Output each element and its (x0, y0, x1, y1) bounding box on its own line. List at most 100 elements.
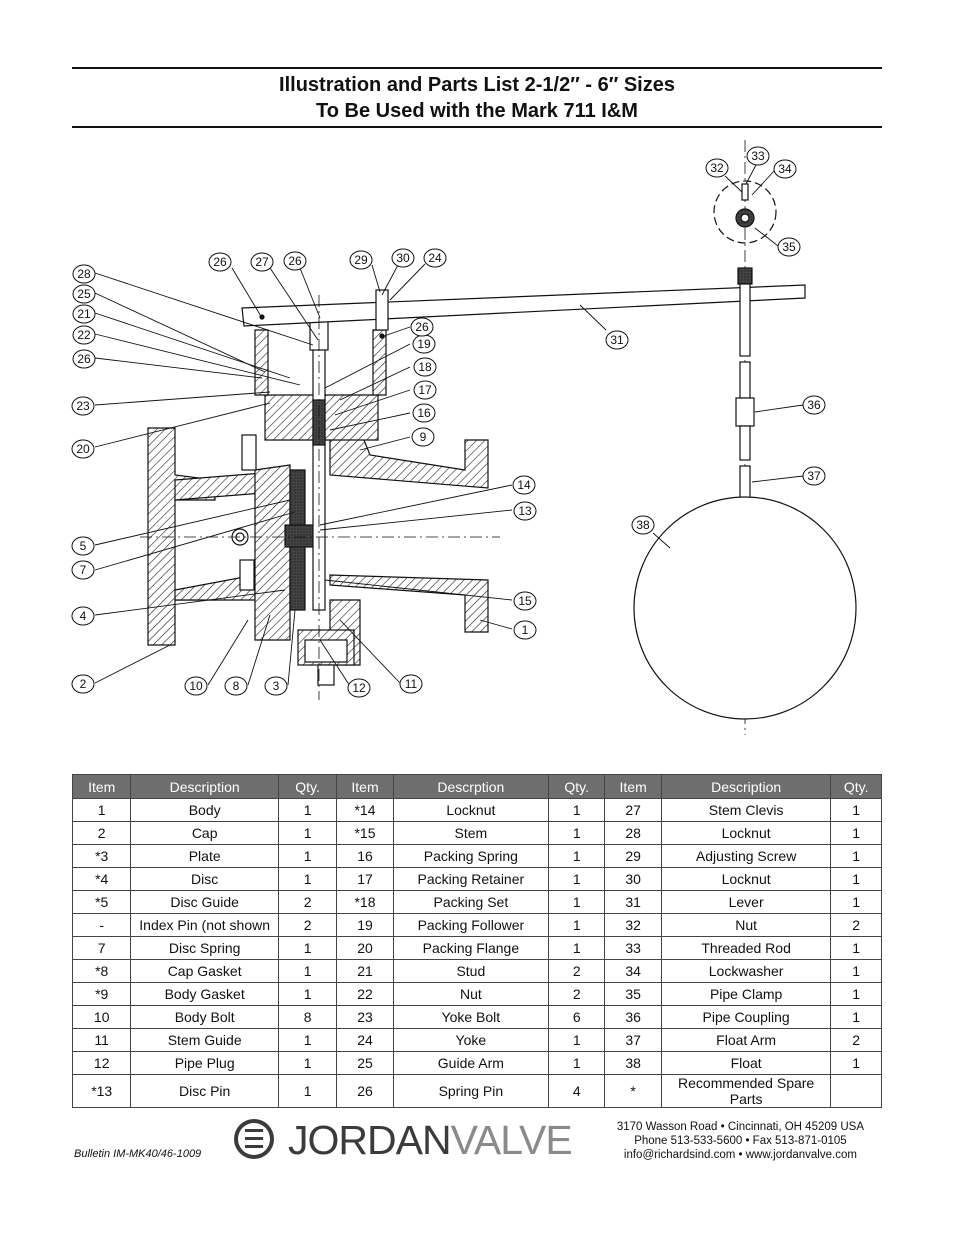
table-cell: 1 (277, 798, 338, 822)
col-header-qty: Qty. (548, 774, 606, 799)
table-cell: *15 (336, 821, 394, 845)
callout-label: 26 (288, 254, 302, 268)
callout-circle (777, 237, 801, 257)
callout-circle (413, 380, 437, 400)
table-cell: 7 (71, 936, 132, 960)
table-cell: 1 (548, 821, 606, 845)
table-cell: 1 (548, 936, 606, 960)
callout-label: 32 (710, 161, 724, 175)
table-cell: 1 (830, 1005, 882, 1029)
top-rule (72, 67, 882, 69)
table-cell: 1 (277, 982, 338, 1006)
callout-bubble: 23 (71, 396, 95, 416)
table-cell: Packing Set (392, 890, 550, 914)
callout-label: 2 (80, 677, 87, 691)
col-header-qty: Qty. (830, 774, 882, 799)
callout-label: 16 (417, 406, 431, 420)
callout-circle (802, 466, 826, 486)
table-cell: 1 (830, 821, 882, 845)
callout-circle (513, 501, 537, 521)
company-address-block: 3170 Wasson Road • Cincinnati, OH 45209 … (617, 1120, 864, 1162)
col-header-item: Item (604, 774, 662, 799)
table-cell: 37 (604, 1028, 662, 1052)
table-cell: Cap Gasket (130, 959, 279, 983)
table-cell: Disc Guide (130, 890, 279, 914)
table-cell: 28 (604, 821, 662, 845)
col-header-item: Item (71, 774, 132, 799)
callout-label: 27 (255, 255, 269, 269)
table-cell: *5 (71, 890, 132, 914)
table-cell: 16 (336, 844, 394, 868)
table-cell: 1 (548, 913, 606, 937)
callout-circle (605, 330, 629, 350)
table-cell: Disc Spring (130, 936, 279, 960)
float-assembly (633, 180, 857, 720)
callout-label: 7 (80, 563, 87, 577)
callout-bubble: 29 (349, 250, 373, 270)
col-header-description: Description (130, 774, 279, 799)
table-cell: Packing Flange (392, 936, 550, 960)
table-cell: 2 (277, 890, 338, 914)
callout-circle (410, 317, 434, 337)
table-cell: *4 (71, 867, 132, 891)
callout-label: 20 (76, 442, 90, 456)
callout-label: 23 (76, 399, 90, 413)
table-cell: 22 (336, 982, 394, 1006)
callout-circle (705, 158, 729, 178)
callout-circle (71, 439, 95, 459)
table-cell: 25 (336, 1051, 394, 1075)
table-cell: Lockwasher (660, 959, 832, 983)
title-bottom-rule (72, 126, 882, 128)
callout-label: 26 (77, 352, 91, 366)
jordan-valve-logo: JORDANVALVE (232, 1115, 573, 1165)
callout-bubble: 19 (412, 334, 436, 354)
table-cell: 2 (548, 982, 606, 1006)
callout-bubble: 5 (71, 536, 95, 556)
callout-bubble: 1 (513, 620, 537, 640)
table-cell (830, 1074, 882, 1108)
table-cell: Spring Pin (392, 1074, 550, 1108)
callout-circle (71, 606, 95, 626)
table-cell: 21 (336, 959, 394, 983)
callout-bubble: 4 (71, 606, 95, 626)
table-cell: 33 (604, 936, 662, 960)
callout-label: 34 (778, 162, 792, 176)
table-cell: 1 (277, 936, 338, 960)
table-cell: Body Bolt (130, 1005, 279, 1029)
callout-circle (631, 515, 655, 535)
callout-bubble: 34 (773, 159, 797, 179)
table-cell: Body Gasket (130, 982, 279, 1006)
page-title-line2: To Be Used with the Mark 711 I&M (316, 100, 638, 122)
callout-bubble: 24 (423, 248, 447, 268)
callout-label: 8 (233, 679, 240, 693)
bulletin-number: Bulletin IM-MK40/46-1009 (74, 1148, 202, 1160)
callout-label: 33 (751, 149, 765, 163)
callout-circle (391, 248, 415, 268)
callout-label: 11 (405, 677, 418, 691)
callout-bubble: 35 (777, 237, 801, 257)
table-cell: 2 (548, 959, 606, 983)
table-cell: Adjusting Screw (660, 844, 832, 868)
table-cell: Nut (660, 913, 832, 937)
table-cell: Lever (660, 890, 832, 914)
table-cell: 24 (336, 1028, 394, 1052)
callout-bubble: 21 (72, 304, 96, 324)
callout-label: 10 (189, 679, 203, 693)
table-cell: Disc Pin (130, 1074, 279, 1108)
table-cell: 1 (277, 844, 338, 868)
table-cell: 1 (277, 959, 338, 983)
callout-label: 35 (782, 240, 796, 254)
callout-circle (413, 357, 437, 377)
table-cell: 1 (830, 798, 882, 822)
table-cell: 34 (604, 959, 662, 983)
leader-lines (94, 162, 804, 687)
callout-label: 38 (636, 518, 650, 532)
callout-circle (250, 252, 274, 272)
table-cell: Plate (130, 844, 279, 868)
callout-label: 30 (396, 251, 410, 265)
table-cell: 2 (830, 1028, 882, 1052)
